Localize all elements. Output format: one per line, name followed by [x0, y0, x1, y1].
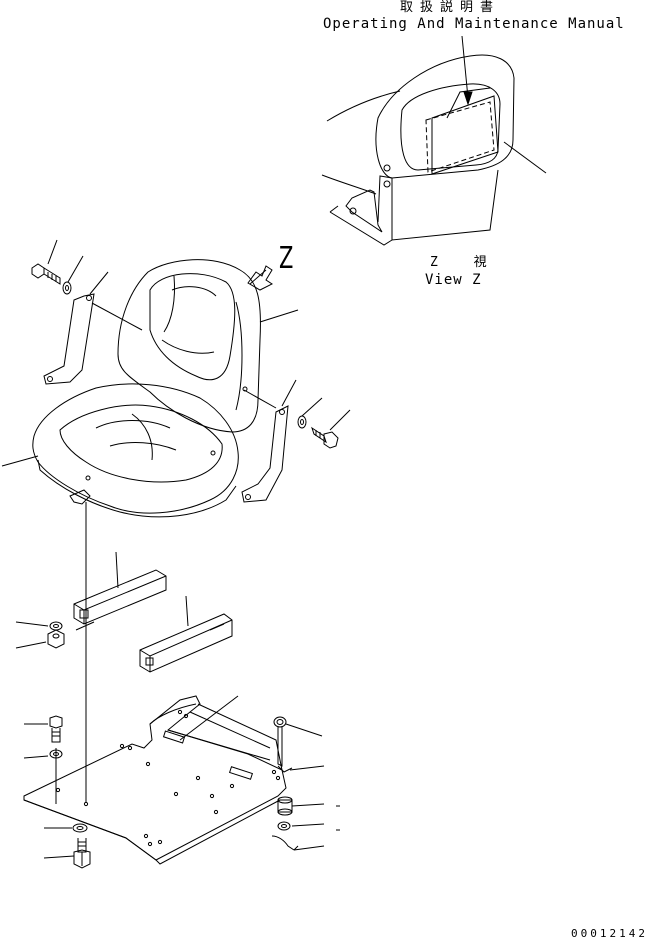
view-direction-letter: Z	[279, 241, 294, 276]
view-z-caption-english: View Z	[425, 272, 482, 288]
base-plate	[24, 696, 286, 864]
manual-title-japanese: 取扱説明書	[400, 0, 501, 15]
seat-assembly	[2, 240, 350, 802]
manual-title-english: Operating And Maintenance Manual	[323, 16, 625, 32]
view-z-seatback	[322, 36, 546, 245]
seat-rails	[74, 552, 232, 672]
right-hardware	[272, 717, 340, 850]
left-hardware	[16, 622, 64, 804]
bottom-left-hardware	[44, 824, 90, 868]
drawing-catalog-number: 00012142	[571, 927, 648, 940]
view-z-caption-japanese: Z 視	[430, 255, 501, 270]
